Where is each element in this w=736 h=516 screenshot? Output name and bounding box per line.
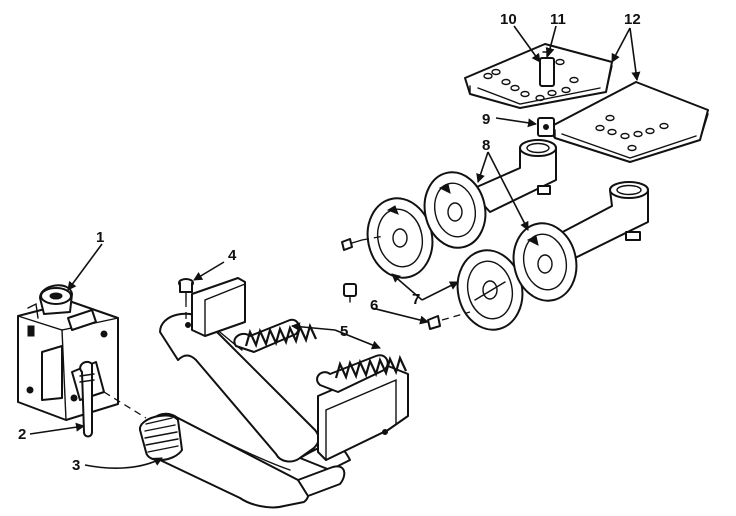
- callout-4: 4: [228, 247, 237, 264]
- bolt: [178, 278, 194, 301]
- burner-disc-4: [512, 222, 578, 302]
- callout-12: 12: [624, 11, 641, 28]
- spring-front: [334, 354, 407, 381]
- burner-grate-left: [464, 43, 613, 109]
- screw-lower: [427, 315, 441, 330]
- pipe-threads: [139, 414, 183, 461]
- callout-7: 7: [412, 291, 420, 308]
- screw-middle: [343, 283, 357, 303]
- callout-1: 1: [96, 229, 104, 246]
- leader-lines: [29, 25, 641, 469]
- callout-9: 9: [482, 111, 490, 128]
- burner-disc-3: [456, 249, 524, 331]
- venturi-tube-rear: [233, 318, 300, 353]
- screw-upper: [341, 238, 363, 251]
- pilot-assembly: [537, 47, 555, 137]
- pilot-tube: [79, 360, 95, 438]
- callout-11: 11: [550, 11, 566, 28]
- callout-5: 5: [340, 323, 348, 340]
- callout-2: 2: [18, 426, 26, 443]
- spring-rear: [244, 322, 317, 349]
- bracket-rear: [185, 277, 246, 337]
- callout-10: 10: [500, 11, 517, 28]
- callout-3: 3: [72, 457, 80, 474]
- callout-6: 6: [370, 297, 378, 314]
- callout-8: 8: [482, 137, 490, 154]
- gas-valve: [17, 284, 119, 421]
- burner-disc-2: [423, 171, 487, 249]
